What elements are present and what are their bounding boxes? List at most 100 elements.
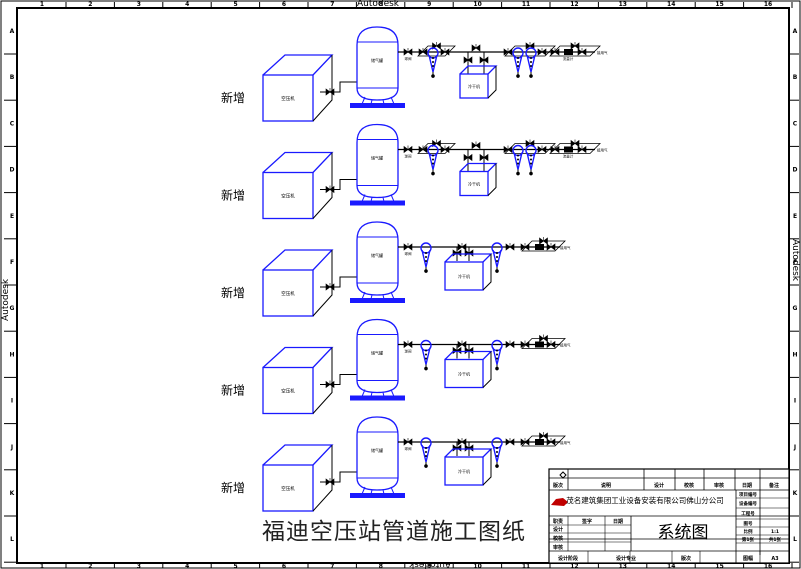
tank-base — [350, 493, 405, 498]
new-tag-label: 新增 — [221, 90, 245, 105]
compressor-outlet-pipe — [320, 179, 357, 190]
title-block-label: 项目编号 — [739, 491, 757, 498]
dryer-side — [482, 351, 492, 388]
compressor-side — [312, 55, 333, 122]
tank-base — [350, 103, 405, 108]
filter-dot — [432, 61, 434, 63]
filter-dot — [517, 158, 519, 161]
new-tag-label: 新增 — [221, 480, 245, 495]
dryer-label: 冷干机 — [458, 371, 470, 377]
company-logo — [551, 498, 568, 506]
filter-dot — [425, 252, 427, 254]
filter-dot — [496, 349, 498, 352]
compressor-unit: 新增空压机储气罐球阀冷干机接用气 — [221, 221, 571, 317]
filter-dot — [496, 451, 498, 453]
tank-legs — [361, 291, 395, 300]
sign-role: 校核 — [553, 535, 563, 542]
title-block-label: 工程号 — [741, 510, 755, 517]
row-label: E — [10, 213, 14, 220]
watermark-top: Autodesk — [357, 0, 400, 9]
outlet-label: 接用气 — [560, 245, 571, 250]
compressor-front — [262, 74, 314, 122]
row-label-right: D — [793, 167, 798, 174]
flow-meter-icon — [535, 439, 544, 445]
drain-valve-icon — [431, 171, 435, 176]
compressor-label: 空压机 — [281, 193, 295, 200]
filter-dot — [496, 357, 498, 360]
dryer-side — [482, 254, 492, 291]
filter-dot — [530, 162, 532, 165]
filter-dot — [496, 455, 498, 457]
title-block-header: 设计 — [654, 482, 664, 489]
drain-valve-icon — [516, 74, 520, 78]
filter-dot — [425, 353, 427, 356]
title-block-header: 审核 — [714, 482, 724, 489]
row-label: I — [11, 398, 13, 405]
row-label: A — [10, 28, 15, 35]
filter-dot — [425, 256, 427, 258]
column-label-bottom: 16 — [764, 563, 772, 569]
valve-label: 球阀 — [405, 154, 413, 159]
dryer-top — [444, 350, 493, 360]
column-label-bottom: 10 — [473, 563, 481, 569]
compressor-unit: 新增空压机储气罐球阀冷干机接用气 — [221, 318, 571, 415]
tank-label: 储气罐 — [371, 447, 383, 453]
dryer-front — [444, 261, 484, 291]
filter-dot — [530, 158, 532, 161]
drain-valve-icon — [431, 74, 435, 78]
row-label-right: B — [793, 74, 798, 81]
filter-dot — [517, 57, 519, 59]
column-label-bottom: 3 — [137, 563, 141, 569]
sign-header: 日期 — [613, 518, 623, 525]
row-label-right: I — [794, 398, 796, 405]
compressor-front — [262, 464, 314, 512]
compressor-side — [312, 152, 333, 219]
row-label-right: J — [793, 444, 796, 451]
compressor-front — [262, 269, 314, 317]
tank-legs — [361, 486, 395, 495]
filter-dot — [517, 65, 519, 67]
column-label: 6 — [282, 1, 286, 8]
compressor-outlet-pipe — [320, 81, 357, 93]
air-tank — [356, 26, 399, 101]
compressor-unit: 新增空压机储气罐球阀冷干机流量计接用气 — [221, 26, 608, 122]
compressor-top — [262, 151, 334, 173]
row-label-right: F — [793, 259, 797, 266]
filter-dot — [425, 349, 427, 352]
column-label: 9 — [427, 1, 431, 8]
title-block: 版次说明设计校核审核日期备注茂名建筑集团工业设备安装有限公司佛山分公司项目编号设… — [548, 468, 790, 564]
row-label-right: G — [793, 305, 798, 312]
air-tank — [356, 318, 399, 394]
air-tank — [356, 221, 399, 296]
drawing-name: 系统图 — [658, 523, 709, 543]
tank-legs — [361, 194, 395, 202]
compressor-side — [312, 250, 333, 317]
column-label: 11 — [522, 1, 530, 8]
compressor-outlet-pipe — [320, 374, 357, 385]
column-label-bottom: 13 — [619, 563, 627, 569]
column-label: 5 — [234, 1, 238, 8]
title-block-label: 比例 — [744, 528, 753, 535]
tank-base — [350, 298, 405, 303]
dryer-top — [459, 65, 498, 75]
dryer-side — [482, 449, 492, 486]
sign-header: 职责 — [553, 518, 563, 525]
dryer-label: 冷干机 — [468, 181, 480, 187]
column-label: 4 — [185, 1, 189, 8]
row-label-right: A — [793, 28, 798, 35]
drain-valve-icon — [495, 464, 499, 468]
row-label-right: E — [793, 213, 797, 220]
column-label-bottom: 2 — [88, 563, 92, 569]
column-label: 2 — [88, 1, 92, 8]
drain-valve-icon — [424, 269, 428, 273]
title-block-footer: A3 — [771, 556, 779, 562]
compressor-label: 空压机 — [281, 95, 295, 102]
column-label-bottom: 8 — [379, 563, 383, 569]
filter-dot — [425, 447, 427, 449]
compressor-outlet-pipe — [320, 471, 357, 483]
outlet-label: 接用气 — [597, 148, 608, 153]
valve-label: 球阀 — [405, 251, 413, 256]
tank-label: 储气罐 — [371, 57, 383, 63]
column-label-bottom: 12 — [570, 563, 578, 569]
